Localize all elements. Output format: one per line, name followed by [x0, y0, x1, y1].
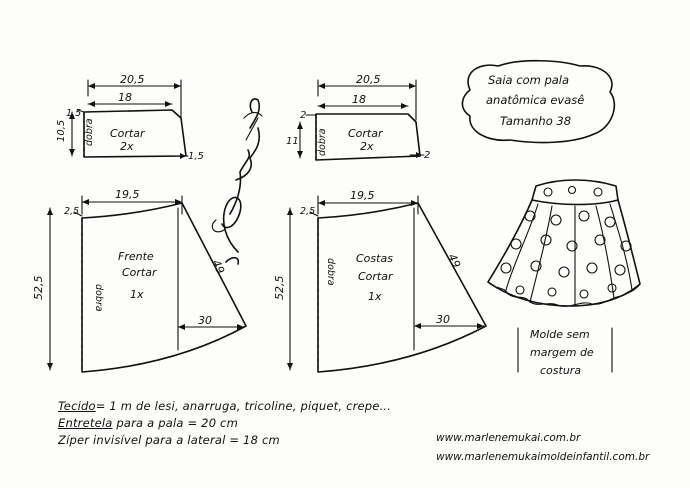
back-piece-hem-extension: 30	[436, 313, 450, 326]
back-piece-name: Costas	[356, 252, 393, 265]
back-yoke: 20,5 18 2 11 2 dobra Cortar 2x	[286, 73, 430, 161]
front-piece-name: Frente	[118, 250, 154, 263]
back-piece-height: 52,5	[273, 276, 286, 301]
interfacing-label: Entretela	[58, 416, 113, 430]
front-yoke-left-offset: 1,5	[66, 108, 81, 119]
title-line2: anatômica evasê	[486, 93, 584, 107]
fabric-line: Tecido= 1 m de lesi, anarruga, tricoline…	[58, 398, 488, 415]
back-yoke-inner-width: 18	[352, 93, 366, 106]
fabric-notes: Tecido= 1 m de lesi, anarruga, tricoline…	[58, 398, 488, 449]
back-piece-cut-qty: 1x	[368, 290, 382, 303]
front-piece-width: 19,5	[115, 188, 140, 201]
fabric-text: = 1 m de lesi, anarruga, tricoline, piqu…	[95, 399, 392, 413]
zipper-line: Zíper invisível para a lateral = 18 cm	[58, 433, 280, 447]
front-piece-fold-label: dobra	[93, 284, 104, 312]
front-piece-slant: 49	[209, 258, 227, 276]
front-yoke-cut-qty: 2x	[120, 140, 134, 153]
interfacing-line: Entretela para a pala = 20 cm	[58, 415, 488, 432]
back-piece-cut-label: Cortar	[358, 270, 394, 283]
title-line1: Saia com pala	[488, 73, 569, 87]
title-line3: Tamanho 38	[500, 114, 571, 128]
seam-note-line3: costura	[540, 364, 581, 377]
seam-note-line1: Molde sem	[530, 328, 590, 341]
back-yoke-height: 11	[286, 136, 299, 147]
title-box: Saia com pala anatômica evasê Tamanho 38	[461, 59, 616, 144]
front-yoke: 20,5 18 1,5 10,5 1,5 dobra Cortar 2x	[56, 73, 204, 162]
skirt-illustration	[487, 179, 641, 307]
front-yoke-height: 10,5	[56, 120, 67, 142]
front-yoke-cut-label: Cortar	[110, 127, 146, 140]
back-yoke-top-width: 20,5	[356, 73, 381, 86]
website-link-infantil[interactable]: www.marlenemukaimoldeinfantil.com.br	[436, 451, 650, 463]
front-piece-hem-extension: 30	[198, 314, 212, 327]
seam-note: Molde sem margem de costura	[517, 327, 613, 377]
front-piece-cut-qty: 1x	[130, 288, 144, 301]
back-piece-top-offset: 2,5	[300, 206, 315, 217]
front-yoke-right-offset: 1,5	[188, 151, 204, 162]
back-yoke-right-offset: 2	[424, 150, 430, 161]
back-piece: 19,5 2,5 52,5 49 30 dobra Costas Cortar …	[273, 189, 487, 373]
flower-print	[500, 185, 632, 299]
back-yoke-cut-label: Cortar	[348, 127, 384, 140]
seam-note-line2: margem de	[530, 346, 594, 359]
front-yoke-top-width: 20,5	[120, 73, 145, 86]
back-piece-fold-label: dobra	[325, 258, 336, 286]
website-link[interactable]: www.marlenemukai.com.br	[436, 432, 581, 444]
front-yoke-fold-label: dobra	[84, 118, 95, 146]
back-piece-width: 19,5	[350, 189, 375, 202]
back-yoke-left-offset: 2	[300, 110, 306, 121]
front-piece-top-offset: 2,5	[64, 206, 79, 217]
back-yoke-cut-qty: 2x	[360, 140, 374, 153]
front-yoke-inner-width: 18	[118, 91, 132, 104]
front-piece-cut-label: Cortar	[122, 266, 158, 279]
signature	[211, 98, 263, 265]
front-piece-height: 52,5	[32, 276, 45, 301]
fabric-label: Tecido	[58, 399, 96, 413]
front-piece: 19,5 2,5 52,5 49 30 dobra Frente Cortar …	[32, 188, 247, 373]
interfacing-text: para a pala = 20 cm	[112, 416, 238, 430]
back-piece-slant: 49	[445, 252, 463, 270]
back-yoke-fold-label: dobra	[317, 128, 328, 156]
